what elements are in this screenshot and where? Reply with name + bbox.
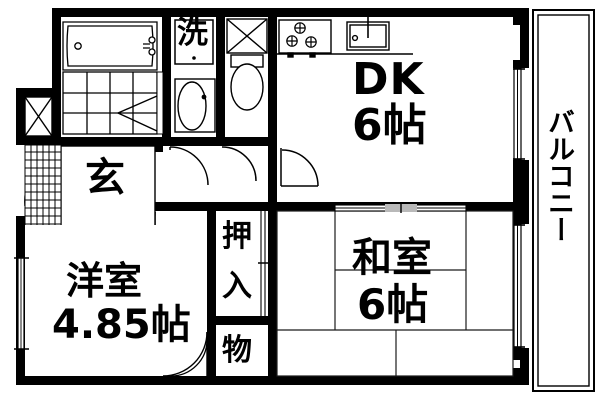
entrance-tile: [24, 144, 62, 232]
dk-room: [277, 17, 513, 202]
closet-sliding-door: [258, 211, 271, 316]
tatami-mats: [276, 210, 514, 377]
room-label-genkan: 玄: [85, 155, 125, 201]
toilet-window: [226, 18, 268, 54]
folding-door: [116, 95, 158, 132]
kitchen-sink: [346, 17, 390, 51]
room-label-closet-line1: 押: [222, 219, 252, 254]
room-size-washitsu: 6帖: [357, 280, 429, 329]
gas-stove-3-burner: [278, 19, 332, 58]
bathtub: [62, 21, 158, 71]
wall-stubs: [155, 146, 277, 206]
vanity-sink: [174, 78, 216, 133]
room-size-dk: 6帖: [352, 100, 427, 151]
room-label-dk: DK: [352, 54, 425, 105]
room-label-storage: 物: [222, 333, 252, 368]
meter-box: [24, 96, 53, 137]
washing-machine-space: [174, 19, 214, 65]
yoshitsu-room: [14, 225, 207, 376]
balcony-outline: [532, 9, 595, 392]
washitsu-sliding-door: [334, 202, 467, 213]
room-label-closet-line2: 入: [222, 269, 252, 304]
toilet: [230, 54, 264, 111]
room-label-yoshitsu: 洋室: [66, 259, 143, 303]
room-label-balcony: バルコニー: [543, 108, 574, 243]
washitsu-room: [276, 202, 514, 377]
bathroom: [61, 17, 164, 137]
window-west: [14, 256, 29, 351]
storage-door: [162, 331, 208, 377]
washroom: [171, 17, 216, 137]
room-label-washitsu: 和室: [352, 235, 432, 281]
fixture-label-laundry: 洗: [177, 15, 208, 51]
room-size-yoshitsu: 4.85帖: [52, 302, 191, 348]
closet-storage: [162, 211, 271, 377]
toilet-room: [225, 17, 268, 137]
storage-door-inner: [170, 339, 208, 377]
hall-door-swings: [169, 146, 319, 187]
